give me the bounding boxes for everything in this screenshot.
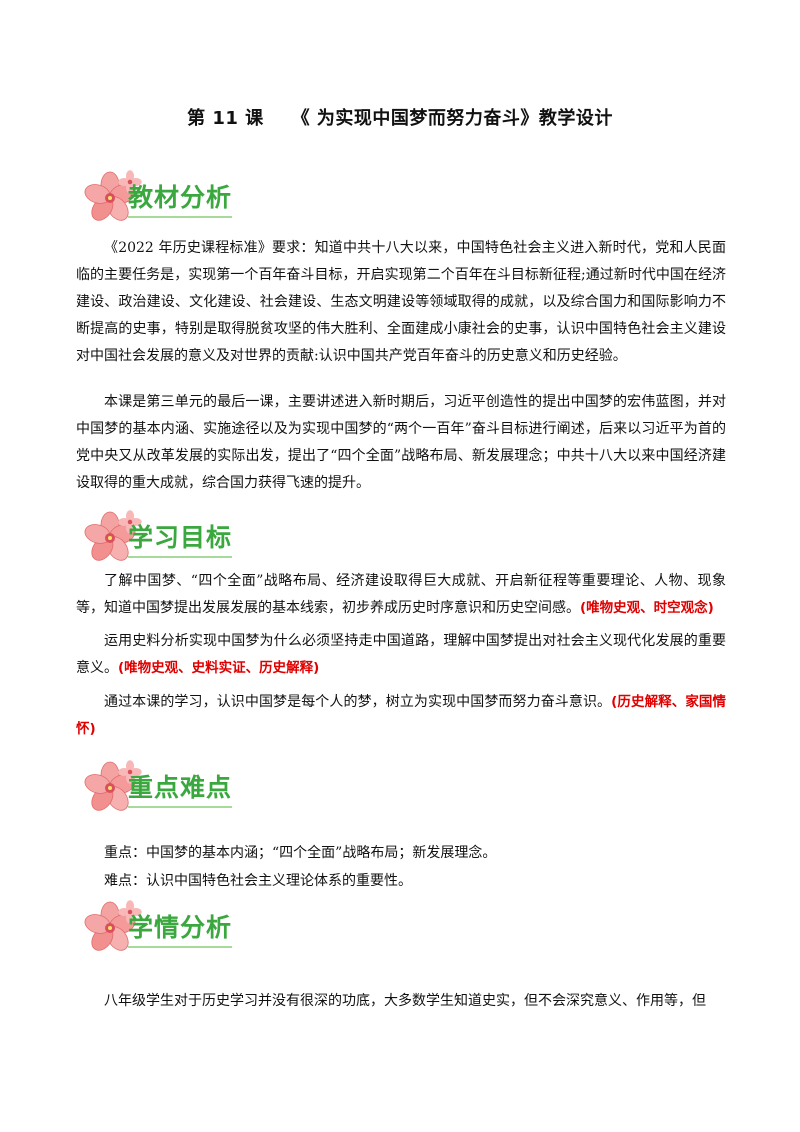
section-keypoints-heading: 重点难点 xyxy=(80,758,340,818)
goal-text: 了解中国梦、“四个全面”战略布局、经济建设取得巨大成就、开启新征程等重要理论、人… xyxy=(76,573,726,616)
section-analysis-heading: 教材分析 xyxy=(80,168,340,228)
literacy-tag: (历史解释、家国情怀) xyxy=(76,694,727,737)
lesson-number: 第 11 课 xyxy=(187,108,264,129)
literacy-tag: (唯物史观、史料实证、历史解释) xyxy=(118,660,320,676)
goal-2: 运用史料分析实现中国梦为什么必须坚持走中国道路，理解中国梦提出对社会主义现代化发… xyxy=(76,628,726,682)
learner-paragraph: 八年级学生对于历史学习并没有很深的功底，大多数学生知道史实，但不会深究意义、作用… xyxy=(104,993,706,1009)
lesson-name: 《 为实现中国梦而努力奋斗》教学设计 xyxy=(291,108,613,129)
section-title: 学情分析 xyxy=(128,908,233,948)
goal-1: 了解中国梦、“四个全面”战略布局、经济建设取得巨大成就、开启新征程等重要理论、人… xyxy=(76,568,726,622)
literacy-tag: (唯物史观、时空观念) xyxy=(580,600,714,616)
key-point: 重点：中国梦的基本内涵；“四个全面”战略布局；新发展理念。 xyxy=(104,845,497,861)
analysis-paragraph-1: 《2022 年历史课程标准》要求：知道中共十八大以来，中国特色社会主义进入新时代… xyxy=(76,240,726,364)
difficult-point: 难点：认识中国特色社会主义理论体系的重要性。 xyxy=(104,873,412,889)
goal-text: 运用史料分析实现中国梦为什么必须坚持走中国道路，理解中国梦提出对社会主义现代化发… xyxy=(76,633,726,676)
section-title: 学习目标 xyxy=(128,518,233,558)
analysis-paragraph-2: 本课是第三单元的最后一课，主要讲述进入新时期后，习近平创造性的提出中国梦的宏伟蓝… xyxy=(76,394,726,491)
section-title: 重点难点 xyxy=(128,768,233,808)
page-title: 第 11 课 《 为实现中国梦而努力奋斗》教学设计 xyxy=(0,104,800,130)
section-learner-heading: 学情分析 xyxy=(80,898,340,958)
goal-text: 通过本课的学习，认识中国梦是每个人的梦，树立为实现中国梦而努力奋斗意识。 xyxy=(104,694,612,710)
goal-3: 通过本课的学习，认识中国梦是每个人的梦，树立为实现中国梦而努力奋斗意识。(历史解… xyxy=(76,689,726,743)
section-title: 教材分析 xyxy=(128,178,233,218)
section-goals-heading: 学习目标 xyxy=(80,508,340,568)
